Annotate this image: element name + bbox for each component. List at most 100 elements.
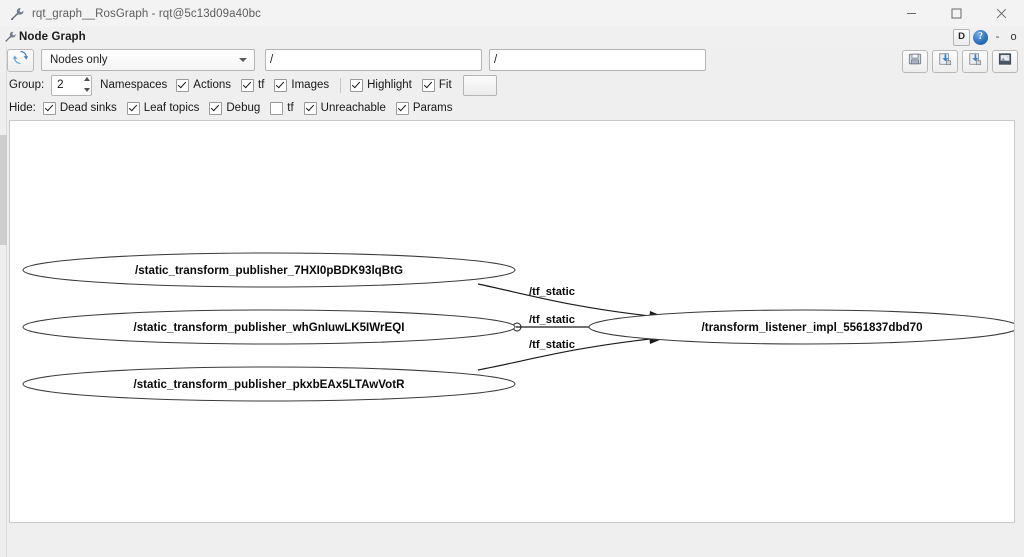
fit-in-view-button[interactable] [462,74,497,96]
window-title: rqt_graph__RosGraph - rqt@5c13d09a40bc [32,7,262,20]
checkbox-hide-leaf-topics-label: Leaf topics [143,102,200,114]
topic-filter-value: / [270,54,274,66]
toolbar-separator [340,77,342,93]
checkbox-tf[interactable]: tf [241,78,274,92]
window-minimize-button[interactable] [889,0,934,27]
node-ellipse-listener [588,309,1014,345]
graph-type-select[interactable]: Nodes only [41,49,255,71]
checkbox-tf-label: tf [258,79,265,91]
topic-filter-input[interactable]: / [265,49,482,71]
import-arrow-icon [938,52,952,71]
checkbox-hide-leaf-topics-box[interactable] [126,101,140,115]
window-maximize-button[interactable] [934,0,979,27]
chevron-up-icon[interactable] [84,76,91,81]
checkbox-hide-dead-sinks-box[interactable] [42,101,56,115]
graph-node-pub2[interactable]: /static_transform_publisher_whGnIuwLK5IW… [22,309,516,345]
checkbox-hide-debug-label: Debug [226,102,261,114]
window-controls [889,0,1024,27]
ros-graph-svg: /tf_static /tf_static /tf_static /static… [22,252,1014,402]
save-image-button[interactable] [992,50,1018,73]
checkbox-fit[interactable]: Fit [421,78,462,92]
node-label-pub2: /static_transform_publisher_whGnIuwLK5IW… [133,321,404,334]
node-filter-value: / [494,54,498,66]
node-ellipse-pub3 [22,366,516,402]
checkbox-hide-params-box[interactable] [395,101,409,115]
chevron-down-icon[interactable] [84,87,91,92]
checkbox-hide-debug[interactable]: Debug [209,101,270,115]
help-icon[interactable]: ? [973,29,988,45]
checkbox-hide-tf-box[interactable] [270,101,284,115]
save-as-dot-button[interactable] [962,50,988,73]
checkbox-fit-box[interactable] [421,78,435,92]
window-title-bar: rqt_graph__RosGraph - rqt@5c13d09a40bc [0,0,1024,28]
edge-pub3-path [477,338,651,371]
checkbox-hide-unreachable[interactable]: Unreachable [303,101,396,115]
checkbox-hide-unreachable-label: Unreachable [320,102,386,114]
edge-label-pub3: /tf_static [529,339,575,351]
checkbox-tf-box[interactable] [241,78,255,92]
spinbox-arrows[interactable] [80,76,91,92]
checkbox-hide-debug-box[interactable] [209,101,223,115]
group-spin-value: 2 [57,79,64,91]
node-label-pub3: /static_transform_publisher_pkxbEAx5LTAw… [133,378,405,391]
checkbox-hide-tf[interactable]: tf [270,101,303,115]
checkbox-images-label: Images [291,79,330,91]
toolbar-row-filters: Nodes only / / [0,47,1024,73]
node-label-listener: /transform_listener_impl_5561837dbd70 [701,321,922,334]
checkbox-fit-label: Fit [438,79,452,91]
edge-pub1-path [477,283,651,317]
dock-widget-title-bar: Node Graph D ? - o [0,27,1024,47]
graph-node-pub1[interactable]: /static_transform_publisher_7HXI0pBDK93l… [22,252,516,288]
floppy-save-icon [908,52,922,71]
scrollbar-thumb[interactable] [0,135,7,245]
graph-canvas[interactable]: /tf_static /tf_static /tf_static /static… [9,120,1015,523]
checkbox-hide-unreachable-box[interactable] [303,101,317,115]
node-label-pub1: /static_transform_publisher_7HXI0pBDK93l… [135,264,403,277]
group-namespaces-spinbox[interactable]: 2 [51,74,93,96]
dock-close-button[interactable]: o [1010,30,1017,43]
hide-label: Hide: [9,102,36,114]
image-export-icon [998,52,1012,71]
edge-label-pub1: /tf_static [529,286,575,298]
dock-widget-controls: D ? - o [953,27,1020,47]
scrollbar-track [6,47,7,557]
checkbox-hide-leaf-topics[interactable]: Leaf topics [126,101,210,115]
graph-type-value: Nodes only [50,54,108,66]
edge-label-pub2: /tf_static [529,314,575,326]
node-graph-icon [3,30,17,44]
graph-toolbar: Nodes only / / [0,47,1024,119]
checkbox-highlight[interactable]: Highlight [350,78,422,92]
save-dot-button[interactable] [902,50,928,73]
checkbox-hide-dead-sinks[interactable]: Dead sinks [42,101,127,115]
toolbar-row-hide: Hide: Dead sinks Leaf topics Debug tf Un… [0,99,463,117]
node-ellipse-pub1 [22,252,516,288]
toolbar-action-buttons [902,50,1018,73]
namespaces-label: Namespaces [100,79,168,91]
dock-toggle-button[interactable]: D [953,28,970,46]
window-close-button[interactable] [979,0,1024,27]
graph-node-listener[interactable]: /transform_listener_impl_5561837dbd70 [588,309,1014,345]
checkbox-hide-params[interactable]: Params [395,101,463,115]
refresh-button[interactable] [7,48,34,72]
export-arrow-icon [968,52,982,71]
checkbox-actions-box[interactable] [176,78,190,92]
checkbox-actions-label: Actions [193,79,232,91]
checkbox-actions[interactable]: Actions [176,78,241,92]
app-icon [9,6,25,22]
node-filter-input[interactable]: / [489,49,706,71]
group-label: Group: [9,79,45,91]
dock-minimize-button[interactable]: - [995,30,1000,43]
checkbox-images-box[interactable] [274,78,288,92]
checkbox-hide-tf-label: tf [287,102,294,114]
dock-widget-title: Node Graph [19,31,86,43]
load-dot-button[interactable] [932,50,958,73]
checkbox-highlight-box[interactable] [350,78,364,92]
checkbox-hide-dead-sinks-label: Dead sinks [59,102,117,114]
checkbox-images[interactable]: Images [274,78,339,92]
left-scrollbar[interactable] [0,47,7,557]
checkbox-hide-params-label: Params [412,102,453,114]
edge-pub3-listener[interactable]: /tf_static [477,334,667,371]
graph-node-pub3[interactable]: /static_transform_publisher_pkxbEAx5LTAw… [22,366,516,402]
toolbar-row-group: Group: 2 Namespaces Actions tf Images [0,74,497,96]
